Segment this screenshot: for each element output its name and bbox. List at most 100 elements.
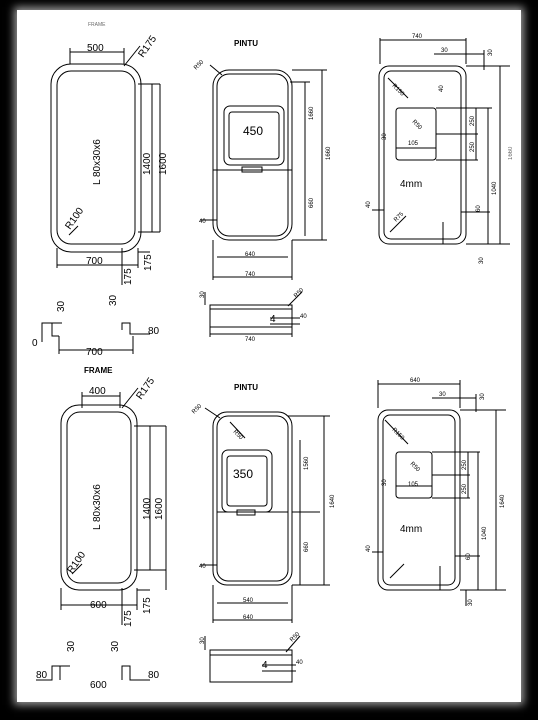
top-detail-105: 105 <box>408 141 419 147</box>
top-detail-side: 1660 <box>508 146 514 160</box>
bottom-door-section-4: 4 <box>262 660 268 671</box>
bottom-detail-top-width: 640 <box>410 378 421 384</box>
top-detail-250a: 250 <box>470 115 476 126</box>
top-frame-radius-inner: R100 <box>63 205 86 231</box>
top-section-700: 700 <box>86 347 103 358</box>
drawing-sheet: FRAME 500 R175 1400 1600 L 80x30x6 R100 … <box>17 10 521 702</box>
top-detail-r75: R75 <box>393 211 405 223</box>
top-frame-section <box>41 322 150 354</box>
bottom-detail-60: 60 <box>466 553 472 560</box>
bottom-detail-40: 40 <box>366 545 372 552</box>
top-door-h2: 1660 <box>326 146 332 160</box>
top-section-30b: 30 <box>108 294 119 306</box>
bottom-frame-radius-inner: R100 <box>65 549 88 575</box>
top-door-section-40: 40 <box>300 314 307 320</box>
bottom-section-600: 600 <box>90 680 107 691</box>
top-section-30a: 30 <box>56 300 67 312</box>
bottom-detail-outline <box>377 409 461 591</box>
top-detail-outline <box>378 65 467 245</box>
top-frame-bottom-width: 700 <box>86 256 103 267</box>
top-frame-dims <box>56 45 161 285</box>
top-door-section-r50: R50 <box>293 287 305 299</box>
bottom-door-h1: 1560 <box>304 456 310 470</box>
bottom-detail-30a: 30 <box>439 392 446 398</box>
bottom-door-section-40: 40 <box>296 660 303 666</box>
top-section-80: 80 <box>148 326 160 337</box>
top-door-title: PINTU <box>234 39 258 48</box>
bottom-frame-title: FRAME <box>84 366 113 375</box>
bottom-frame-bottom-width: 600 <box>90 600 107 611</box>
bottom-detail-30b: 30 <box>480 393 486 400</box>
top-frame-dim-175a: 175 <box>143 254 154 271</box>
bottom-detail-r150: R150 <box>391 427 406 442</box>
top-door-w1: 640 <box>245 252 256 258</box>
bottom-frame-width: 400 <box>89 386 106 397</box>
top-detail-30b: 30 <box>488 49 494 56</box>
top-detail-r50: R50 <box>411 119 423 131</box>
bottom-door-side: 40 <box>199 564 206 570</box>
top-frame-dim-175b: 175 <box>123 268 134 285</box>
top-door-side: 40 <box>199 219 206 225</box>
technical-drawing: FRAME 500 R175 1400 1600 L 80x30x6 R100 … <box>32 22 514 691</box>
top-frame-height-inner: 1400 <box>142 152 153 175</box>
top-door-window: 450 <box>243 124 263 138</box>
top-detail-thickness: 4mm <box>400 179 422 190</box>
bottom-door-w2: 640 <box>243 615 254 621</box>
top-door-section-740: 740 <box>245 337 256 343</box>
bottom-door-title: PINTU <box>234 383 258 392</box>
top-detail-top-width: 740 <box>412 34 423 40</box>
bottom-door-corner2: R50 <box>232 429 244 441</box>
bottom-door-h3: 660 <box>304 541 310 552</box>
bottom-door-corner: R50 <box>191 403 203 415</box>
bottom-detail-250b: 250 <box>462 483 468 494</box>
bottom-door-dims <box>200 415 330 623</box>
bottom-detail-30c: 30 <box>468 599 474 606</box>
bottom-section-30a: 30 <box>66 640 77 652</box>
bottom-detail-30: 30 <box>382 479 388 486</box>
bottom-detail-dims <box>372 380 506 606</box>
bottom-frame-dim-175b: 175 <box>123 610 134 627</box>
top-door-section-30: 30 <box>200 291 206 298</box>
top-door-section <box>204 291 303 337</box>
bottom-door-h2: 1640 <box>330 494 336 508</box>
top-detail-30a: 30 <box>441 48 448 54</box>
bottom-door-w1: 540 <box>243 598 254 604</box>
top-frame-profile: L 80x30x6 <box>92 139 103 185</box>
bottom-detail-1040: 1040 <box>482 526 488 540</box>
top-door-w2: 740 <box>245 272 256 278</box>
top-detail-40: 40 <box>439 85 445 92</box>
bottom-frame-height-inner: 1400 <box>142 497 153 520</box>
top-detail-30c: 30 <box>382 133 388 140</box>
bottom-section-80b: 80 <box>148 670 160 681</box>
bottom-detail-250a: 250 <box>462 459 468 470</box>
bottom-section-80a: 80 <box>36 670 48 681</box>
top-frame-height-outer: 1600 <box>158 152 169 175</box>
bottom-frame-dim-175a: 175 <box>142 597 153 614</box>
top-door-h1: 1660 <box>309 106 315 120</box>
bottom-frame-outline <box>60 404 138 591</box>
top-door-dims <box>200 69 327 280</box>
bottom-door-section <box>204 635 301 683</box>
bottom-detail-thickness: 4mm <box>400 524 422 535</box>
bottom-door-section-30: 30 <box>200 637 206 644</box>
top-detail-60: 60 <box>476 205 482 212</box>
top-detail-dims <box>372 38 510 245</box>
top-frame-outline <box>50 63 142 253</box>
bottom-frame-height-outer: 1600 <box>154 497 165 520</box>
top-detail-r150: R150 <box>391 83 406 98</box>
top-frame-width: 500 <box>87 43 104 54</box>
bottom-door-outline <box>204 407 293 586</box>
bottom-frame-section <box>36 665 150 681</box>
top-partial-label: FRAME <box>88 22 106 28</box>
top-detail-40b: 40 <box>366 201 372 208</box>
labels: FRAME 500 R175 1400 1600 L 80x30x6 R100 … <box>32 22 514 691</box>
top-door-h3: 660 <box>309 197 315 208</box>
bottom-detail-side: 1640 <box>500 494 506 508</box>
top-door-section-4: 4 <box>270 314 276 325</box>
top-section-0: 0 <box>32 338 38 349</box>
top-door-corner: R50 <box>193 59 205 71</box>
bottom-section-30b: 30 <box>110 640 121 652</box>
bottom-detail-r50: R50 <box>409 461 421 473</box>
bottom-detail-105: 105 <box>408 482 419 488</box>
bottom-door-window: 350 <box>233 467 253 481</box>
